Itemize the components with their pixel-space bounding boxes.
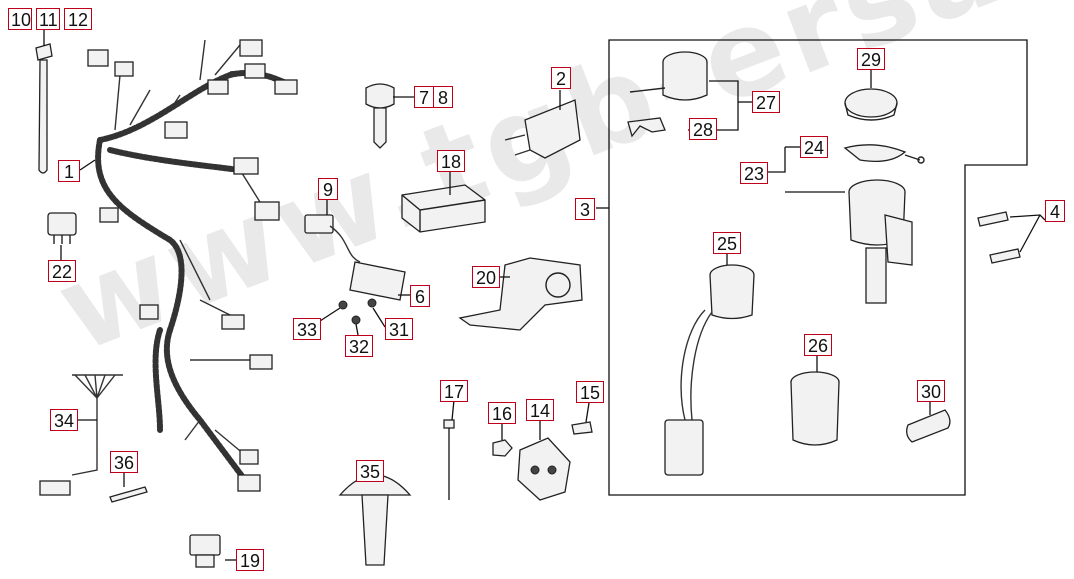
part-wire-lead <box>39 374 123 496</box>
part-cap <box>844 88 898 121</box>
callout-35: 35 <box>356 460 384 482</box>
part-bolts <box>977 211 1021 264</box>
callout-29: 29 <box>857 48 885 70</box>
part-regulator <box>517 437 571 501</box>
callout-18: 18 <box>437 150 465 172</box>
part-cdi-unit <box>401 184 486 233</box>
callout-1: 1 <box>58 160 80 182</box>
part-relay <box>47 212 77 244</box>
part-pin <box>109 486 148 503</box>
callout-34: 34 <box>50 409 78 431</box>
part-long-bolt <box>443 419 455 500</box>
callout-22: 22 <box>48 260 76 282</box>
part-connector-lead <box>304 214 406 301</box>
part-cable-tie <box>35 30 53 174</box>
part-small-screws <box>338 298 377 325</box>
part-seat-lock <box>790 371 840 446</box>
callout-33: 33 <box>293 318 321 340</box>
part-mounting-plate <box>458 257 583 331</box>
callout-26: 26 <box>804 334 832 356</box>
callout-20: 20 <box>472 266 500 288</box>
callout-3: 3 <box>575 198 595 220</box>
callout-2: 2 <box>551 67 571 89</box>
callout-4: 4 <box>1045 200 1065 222</box>
part-nut <box>492 439 513 457</box>
callout-15: 15 <box>576 381 604 403</box>
callout-28: 28 <box>689 118 717 140</box>
callout-25: 25 <box>713 232 741 254</box>
callout-8: 8 <box>433 86 453 108</box>
ignition-set-frame <box>608 39 1028 496</box>
part-bracket <box>504 99 581 159</box>
callout-36: 36 <box>110 451 138 473</box>
part-key <box>365 83 395 149</box>
callout-23: 23 <box>740 162 768 184</box>
part-ignition-switch <box>848 179 913 304</box>
callout-14: 14 <box>526 399 554 421</box>
callout-27: 27 <box>752 91 780 113</box>
callout-31: 31 <box>385 318 413 340</box>
part-seal-plate <box>843 144 925 164</box>
callout-24: 24 <box>800 136 828 158</box>
part-screw <box>571 421 593 435</box>
callout-16: 16 <box>488 402 516 424</box>
callout-10: 10 <box>8 8 32 30</box>
callout-19: 19 <box>236 549 264 571</box>
callout-11: 11 <box>36 8 60 30</box>
callout-7: 7 <box>414 86 434 108</box>
part-push-rivet <box>338 474 412 566</box>
callout-32: 32 <box>345 335 373 357</box>
callout-30: 30 <box>917 380 945 402</box>
part-clip <box>627 117 666 138</box>
part-lock-cylinder <box>629 51 708 101</box>
part-wiring-harness <box>87 39 298 492</box>
callout-12: 12 <box>64 8 92 30</box>
part-switch-with-lead <box>664 264 755 476</box>
part-bulb-socket <box>189 534 221 568</box>
callout-17: 17 <box>440 380 468 402</box>
callout-6: 6 <box>410 285 430 307</box>
part-grommet <box>906 409 951 443</box>
callout-9: 9 <box>318 178 338 200</box>
